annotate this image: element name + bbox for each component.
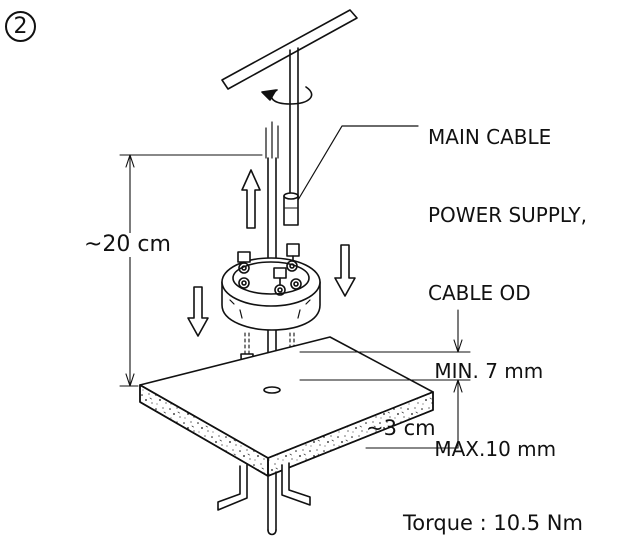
cable-specification-callout: MAIN CABLE POWER SUPPLY, CABLE OD MIN. 7…	[428, 72, 587, 514]
t-handle-tool	[221, 9, 358, 201]
up-arrow	[241, 169, 261, 229]
down-arrow-left	[187, 286, 209, 337]
callout-line-4: MIN. 7 mm	[428, 359, 544, 383]
callout-line-5: MAX.10 mm	[428, 437, 557, 461]
step-number-badge: 2	[5, 11, 36, 42]
anchor-rods-below	[217, 462, 311, 536]
depth-dimension-label: ~3 cm	[366, 416, 436, 440]
height-dimension	[119, 154, 263, 387]
callout-line-1: MAIN CABLE	[428, 125, 552, 149]
callout-line-2: POWER SUPPLY,	[428, 203, 587, 227]
concrete-slab	[139, 336, 434, 477]
height-dimension-label: ~20 cm	[82, 232, 173, 257]
junction-box	[221, 243, 321, 331]
down-arrow-right	[334, 244, 356, 297]
callout-leader	[297, 125, 419, 201]
callout-line-3: CABLE OD	[428, 281, 531, 305]
torque-label: Torque : 10.5 Nm	[403, 511, 583, 535]
depth-dimension	[299, 309, 471, 449]
step-number: 2	[13, 14, 28, 39]
